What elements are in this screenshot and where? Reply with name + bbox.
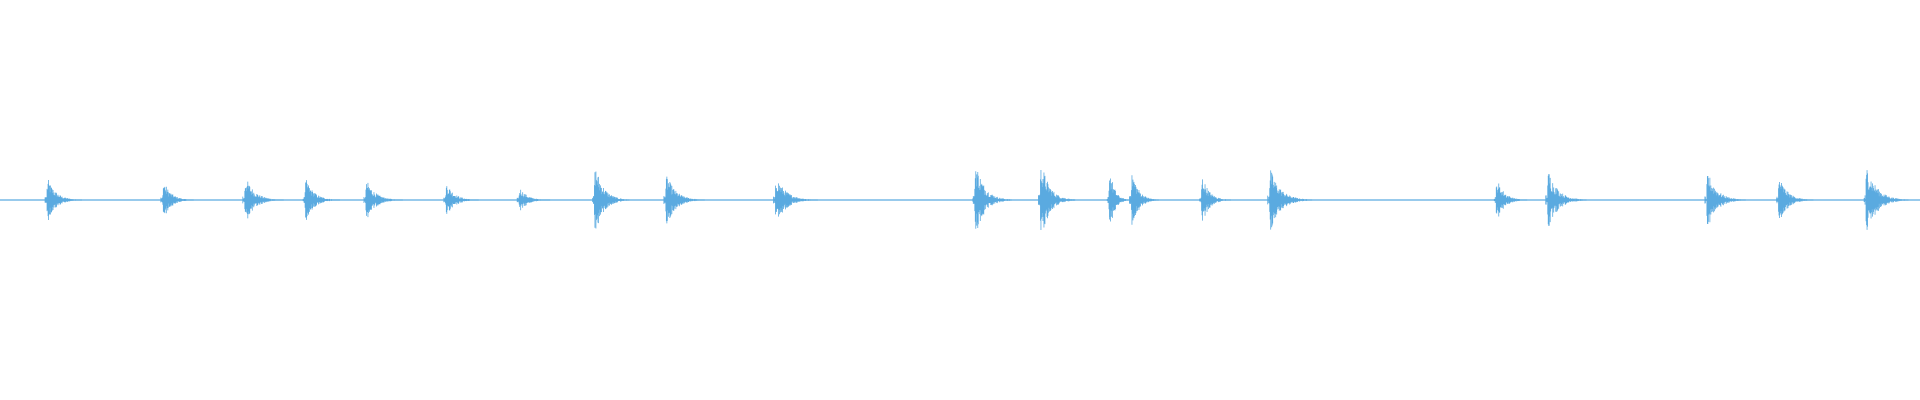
waveform-transient [363,182,403,218]
waveform-transient [302,180,340,220]
waveform-transient [1038,169,1076,231]
waveform-transients [44,169,1909,231]
waveform-transient [443,186,479,214]
waveform-transient [1267,170,1313,230]
waveform-transient [44,180,82,220]
waveform-transient [1704,176,1746,224]
waveform-transient [160,186,194,214]
waveform-transient [516,189,551,211]
waveform-transient [1545,174,1587,226]
waveform-transient [1863,170,1909,230]
waveform-transient [1199,179,1231,221]
waveform-transient [1493,183,1528,217]
waveform-transient [242,181,284,219]
waveform-transient [663,176,705,224]
waveform-transient [1776,181,1814,219]
waveform-transient [592,171,630,229]
waveform-transient [1129,175,1159,225]
waveform-transient [972,171,1012,229]
waveform-transient [773,183,818,217]
waveform-transient [1106,178,1129,222]
